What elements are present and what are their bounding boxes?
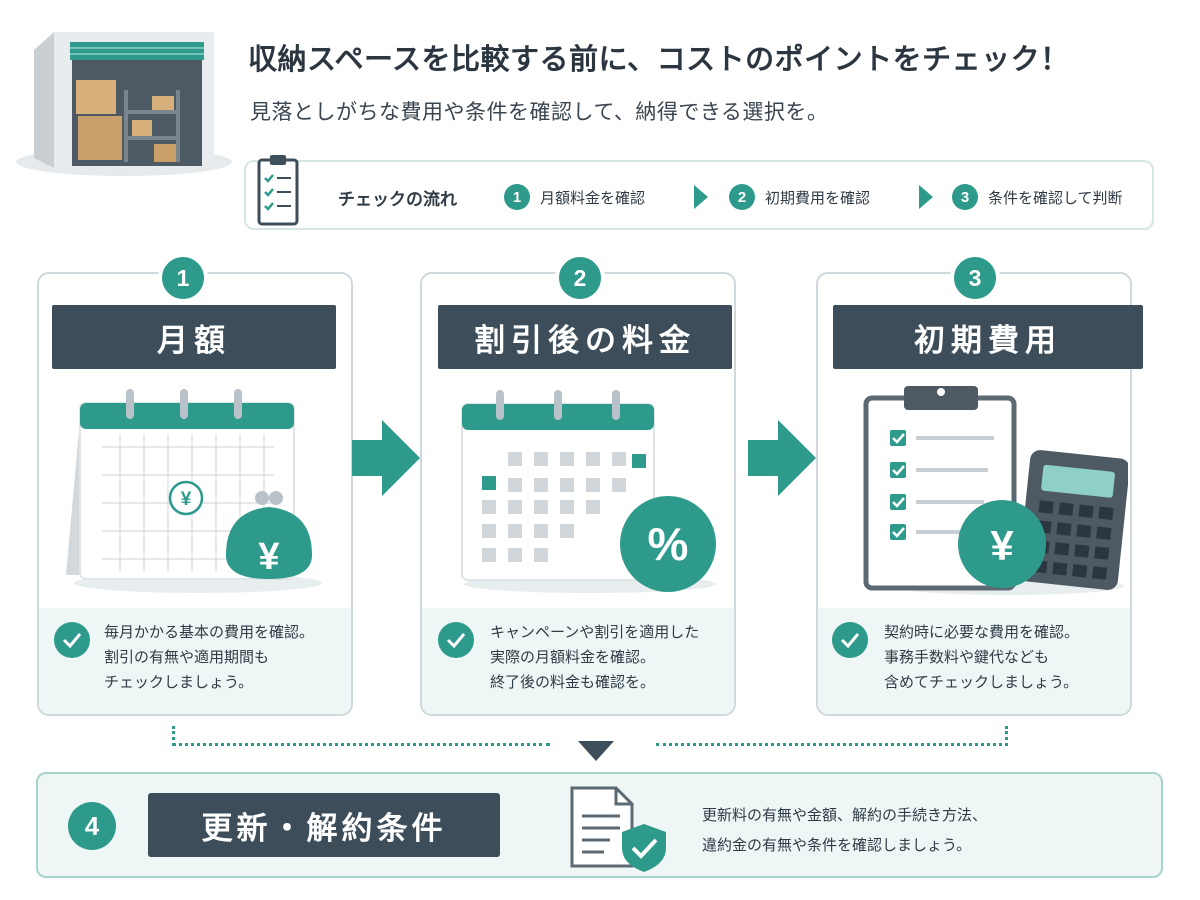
description-line: 事務手数料や鍵代なども: [884, 648, 1050, 666]
arrow-right-icon: [748, 420, 816, 500]
description-line: 更新料の有無や金額、解約の手続き方法、: [702, 806, 988, 824]
flow-arrow-icon: [919, 185, 933, 209]
description-line: 含めてチェックしましょう。: [884, 673, 1079, 691]
description-line: 契約時に必要な費用を確認。: [884, 623, 1080, 641]
description-line: 実際の月額料金を確認。: [490, 648, 656, 666]
flow-step-label: 月額料金を確認: [540, 188, 646, 207]
description-line: 終了後の料金も確認を。: [490, 673, 656, 691]
card-title: 初期費用: [833, 305, 1143, 369]
card-title: 月額: [52, 305, 336, 369]
flow-arrow-icon: [694, 185, 708, 209]
dotted-connector-right: [656, 726, 1008, 746]
bottom-description: 更新料の有無や金額、解約の手続き方法、 違約金の有無や条件を確認しましょう。: [702, 800, 987, 860]
description-line: キャンペーンや割引を適用した: [490, 623, 700, 641]
clipboard-checklist-icon: [256, 154, 300, 228]
description-line: 毎月かかる基本の費用を確認。: [104, 623, 315, 641]
down-arrow-icon: [578, 741, 614, 761]
svg-text:¥: ¥: [181, 489, 192, 510]
description-line: 違約金の有無や条件を確認しましょう。: [702, 836, 972, 854]
card-number-badge: 1: [158, 253, 208, 303]
step-number: 2: [729, 184, 755, 210]
description-line: チェックしましょう。: [104, 673, 254, 691]
description-line: 割引の有無や適用期間も: [104, 648, 270, 666]
card-description: 毎月かかる基本の費用を確認。 割引の有無や適用期間も チェックしましょう。: [104, 620, 314, 695]
card-title: 更新・解約条件: [148, 793, 500, 857]
calendar-percent-icon: %: [456, 388, 724, 596]
flow-step-2: 2 初期費用を確認: [729, 183, 870, 211]
card-number-badge: 2: [555, 253, 605, 303]
check-circle-icon: [54, 622, 90, 658]
card-description-panel: [422, 608, 734, 714]
flow-step-label: 初期費用を確認: [765, 188, 871, 207]
step-number: 3: [952, 184, 978, 210]
card-description: キャンペーンや割引を適用した 実際の月額料金を確認。 終了後の料金も確認を。: [490, 620, 699, 695]
document-shield-icon: [562, 782, 674, 874]
card-number-badge: 3: [950, 253, 1000, 303]
svg-text:¥: ¥: [258, 536, 279, 578]
step-number: 1: [504, 184, 530, 210]
arrow-right-icon: [352, 420, 420, 500]
flow-step-label: 条件を確認して判断: [988, 188, 1123, 207]
card-description-panel: [39, 608, 351, 714]
svg-text:%: %: [648, 518, 689, 570]
page-title: 収納スペースを比較する前に、コストのポイントをチェック！: [248, 42, 1070, 76]
card-title: 割引後の料金: [438, 305, 732, 369]
flow-step-1: 1 月額料金を確認: [504, 183, 645, 211]
clipboard-calculator-icon: ¥: [858, 384, 1130, 598]
card-description: 契約時に必要な費用を確認。 事務手数料や鍵代なども 含めてチェックしましょう。: [884, 620, 1079, 695]
flow-step-3: 3 条件を確認して判断: [952, 183, 1123, 211]
flow-label: チェックの流れ: [338, 190, 457, 210]
check-circle-icon: [832, 622, 868, 658]
svg-text:¥: ¥: [990, 522, 1014, 569]
card-description-panel: [818, 608, 1130, 714]
check-circle-icon: [438, 622, 474, 658]
page-subtitle: 見落としがちな費用や条件を確認して、納得できる選択を。: [250, 100, 829, 124]
storage-unit-illustration: [14, 20, 234, 180]
dotted-connector-left: [172, 726, 550, 746]
calendar-yen-purse-icon: ¥ ¥: [62, 385, 324, 600]
card-number-badge: 4: [68, 802, 116, 850]
